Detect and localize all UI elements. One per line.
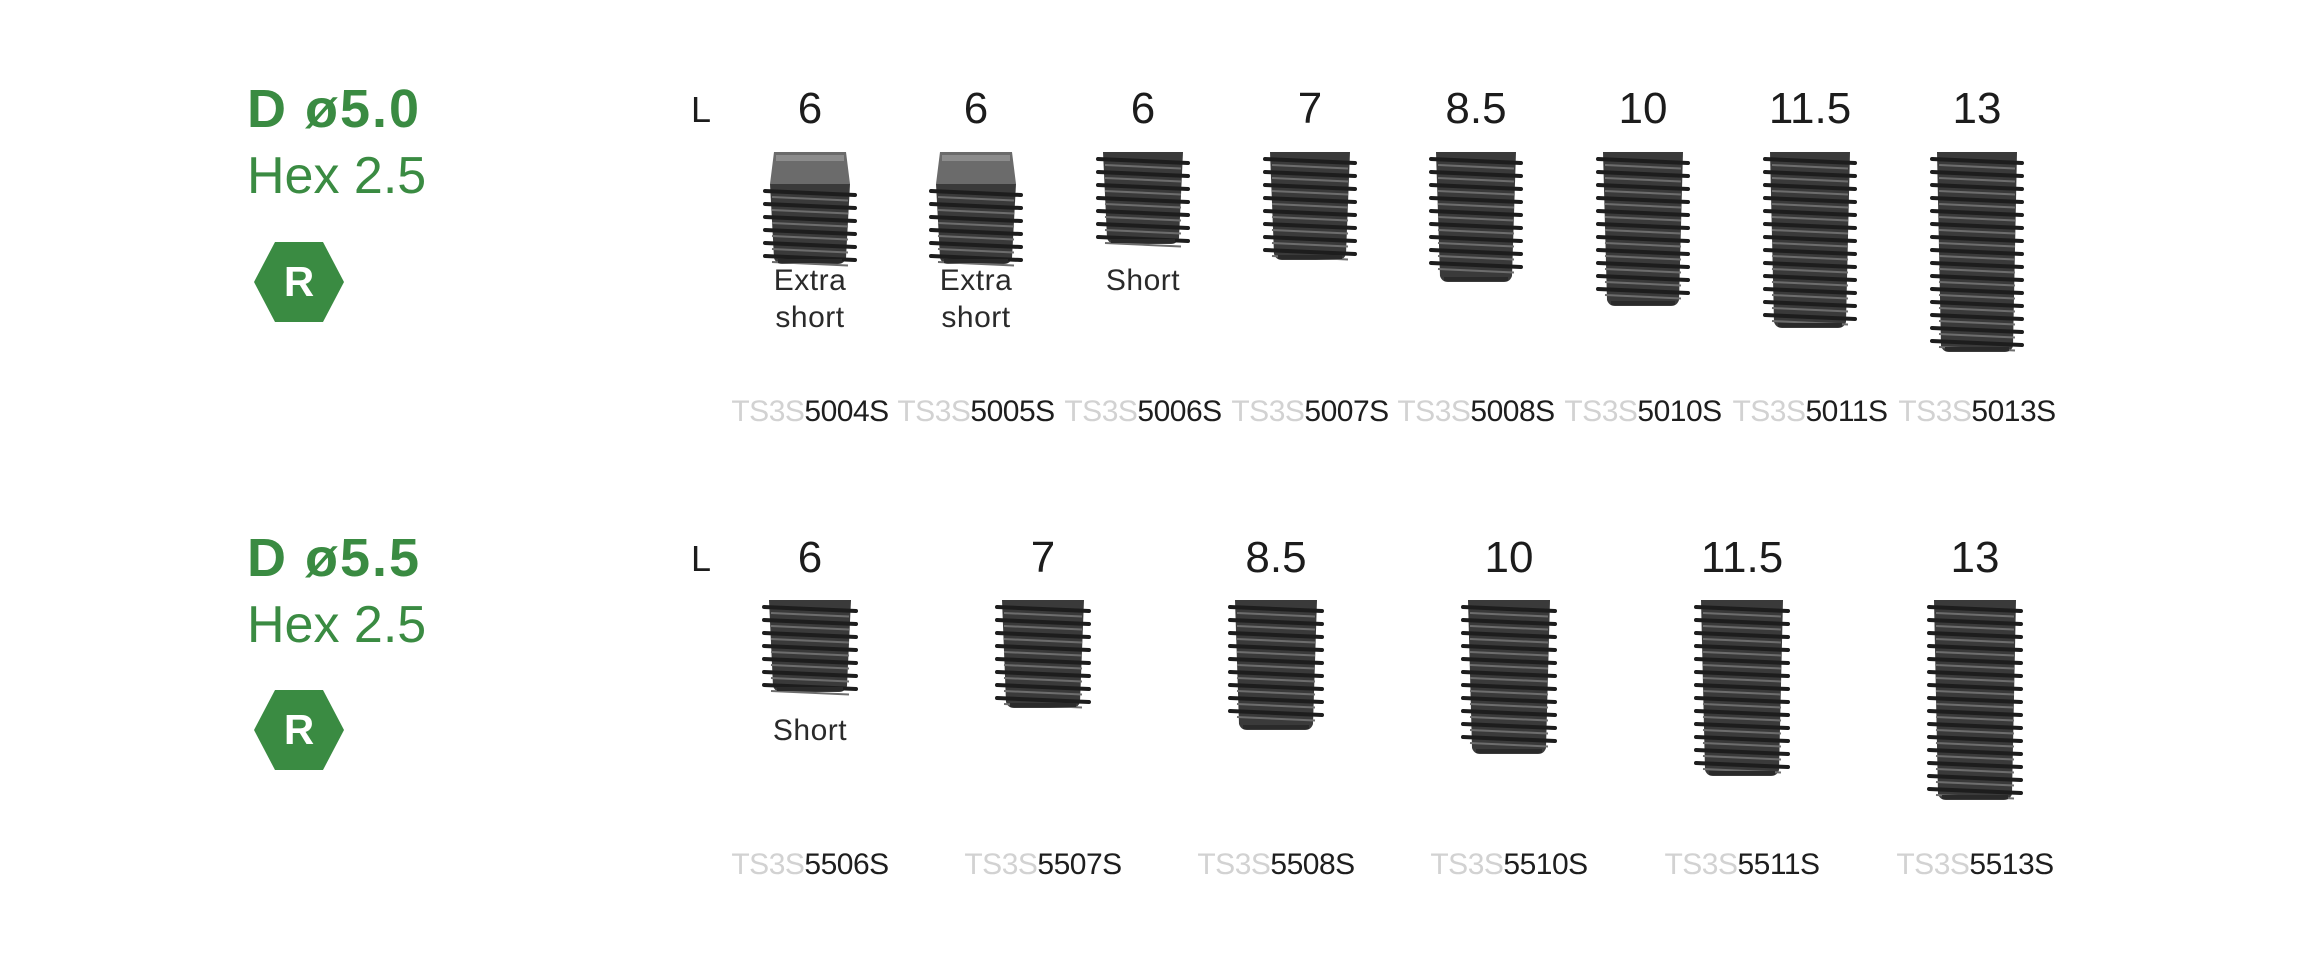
hex-label: Hex 2.5 (247, 596, 427, 654)
hexagon-r-badge-icon: R (253, 241, 345, 323)
implant-length-label: 11.5 (1700, 533, 1784, 582)
product-code: TS3S5508S (1171, 850, 1381, 880)
implant-image (1694, 600, 1790, 778)
implant-caption: Short (1058, 262, 1228, 299)
implant-length-label: 7 (1030, 533, 1056, 582)
product-code-suffix: 5008S (1470, 395, 1555, 428)
caption-line: short (775, 301, 845, 334)
hexagon-r-badge-icon: R (253, 689, 345, 771)
implant-length-label: 11.5 (1768, 84, 1852, 133)
implant-image (1429, 152, 1523, 284)
implant-length-label: 10 (1484, 533, 1534, 582)
product-code-prefix: TS3S (1231, 395, 1305, 428)
product-code: TS3S5007S (1205, 397, 1415, 427)
product-code: TS3S5506S (705, 850, 915, 880)
product-code: TS3S5004S (705, 397, 915, 427)
implant-image (1596, 152, 1690, 308)
product-code-prefix: TS3S (1064, 395, 1138, 428)
implant-caption: Extra short (725, 262, 895, 336)
product-code-suffix: 5506S (804, 848, 889, 881)
product-code-prefix: TS3S (1732, 395, 1806, 428)
product-code-suffix: 5011S (1805, 395, 1889, 428)
product-code-prefix: TS3S (1430, 848, 1504, 881)
product-code: TS3S5511S (1637, 850, 1847, 880)
product-code-suffix: 5013S (1971, 395, 2056, 428)
implant-image (1461, 600, 1557, 756)
implant-image (995, 600, 1091, 710)
product-code: TS3S5008S (1371, 397, 1581, 427)
implant-length-label: 6 (963, 84, 989, 133)
product-code-prefix: TS3S (1664, 848, 1738, 881)
implant-image (1763, 152, 1857, 330)
product-code-suffix: 5004S (804, 395, 889, 428)
caption-line: Short (1105, 264, 1181, 297)
product-code-prefix: TS3S (897, 395, 971, 428)
implant-length-label: 13 (1952, 84, 2002, 133)
implant-image (1096, 152, 1190, 248)
product-code-suffix: 5510S (1503, 848, 1588, 881)
implant-image (929, 152, 1023, 267)
implant-length-label: 6 (1130, 84, 1156, 133)
product-code: TS3S5010S (1538, 397, 1748, 427)
product-code: TS3S5513S (1870, 850, 2080, 880)
product-code-suffix: 5007S (1304, 395, 1389, 428)
implant-caption: Short (725, 712, 895, 749)
product-code: TS3S5013S (1872, 397, 2082, 427)
diameter-label: D ø5.5 (247, 528, 422, 588)
product-code-suffix: 5005S (970, 395, 1055, 428)
implant-length-label: 8.5 (1445, 84, 1507, 133)
implant-length-label: 13 (1950, 533, 2000, 582)
product-code: TS3S5507S (938, 850, 1148, 880)
implant-length-label: 10 (1618, 84, 1668, 133)
product-code: TS3S5510S (1404, 850, 1614, 880)
badge-letter: R (284, 706, 314, 753)
product-code: TS3S5005S (871, 397, 1081, 427)
product-code-prefix: TS3S (731, 848, 805, 881)
diameter-label: D ø5.0 (247, 79, 422, 139)
length-header: L (691, 89, 712, 130)
product-code-prefix: TS3S (1896, 848, 1970, 881)
product-code-prefix: TS3S (1898, 395, 1972, 428)
implant-image (763, 152, 857, 267)
badge-letter: R (284, 258, 314, 305)
implant-caption: Extra short (891, 262, 1061, 336)
hex-label: Hex 2.5 (247, 147, 427, 205)
product-code-prefix: TS3S (1197, 848, 1271, 881)
caption-line: Short (772, 714, 848, 747)
implant-length-label: 6 (797, 84, 823, 133)
product-code-suffix: 5511S (1737, 848, 1821, 881)
product-code-prefix: TS3S (1397, 395, 1471, 428)
implant-image (1927, 600, 2023, 802)
implant-length-label: 8.5 (1245, 533, 1307, 582)
implant-image (1930, 152, 2024, 354)
caption-line: Extra (773, 264, 847, 297)
caption-line: Extra (939, 264, 1013, 297)
product-code-suffix: 5513S (1969, 848, 2054, 881)
product-code-suffix: 5006S (1137, 395, 1222, 428)
product-code-prefix: TS3S (731, 395, 805, 428)
product-code-prefix: TS3S (1564, 395, 1638, 428)
implant-image (1263, 152, 1357, 262)
caption-line: short (941, 301, 1011, 334)
implant-length-label: 7 (1297, 84, 1323, 133)
product-code: TS3S5011S (1705, 397, 1915, 427)
length-header: L (691, 538, 712, 579)
implant-image (1228, 600, 1324, 732)
implant-image (762, 600, 858, 696)
product-code-suffix: 5010S (1637, 395, 1722, 428)
product-code-suffix: 5507S (1037, 848, 1122, 881)
product-code: TS3S5006S (1038, 397, 1248, 427)
product-code-prefix: TS3S (964, 848, 1038, 881)
implant-length-label: 6 (797, 533, 823, 582)
product-code-suffix: 5508S (1270, 848, 1355, 881)
